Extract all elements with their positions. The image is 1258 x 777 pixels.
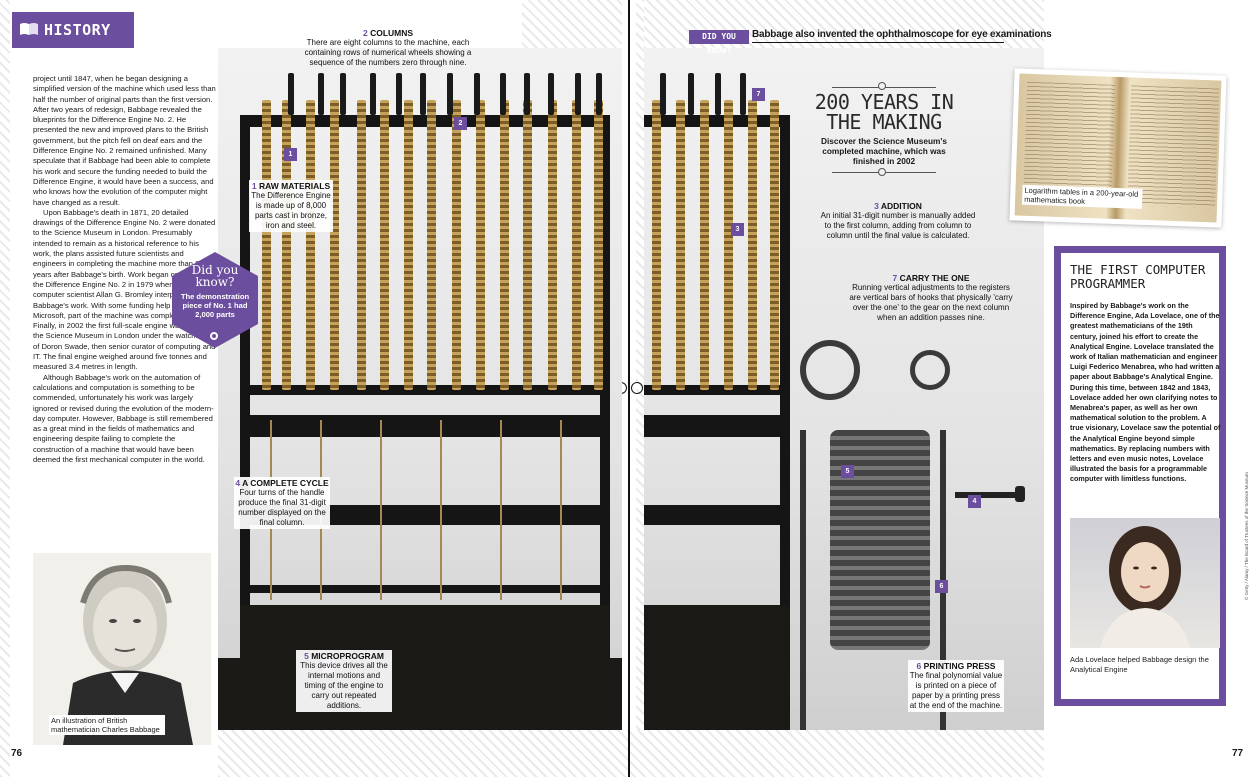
photo-tag-4: 4 [968,495,981,508]
callout-carry-number: 7 [892,273,898,283]
left-hatch-margin [0,0,10,777]
callout-columns-title: COLUMNS [370,28,414,38]
article-paragraph-1: project until 1847, when he began design… [33,74,216,207]
feature-headline: 200 YEARS IN THE MAKING [814,90,954,134]
callout-addition-text: An initial 31-digit number is manually a… [820,211,976,240]
photo-tag-1: 1 [284,148,297,161]
callout-columns: 2 COLUMNS There are eight columns to the… [288,28,488,68]
callout-micro-title: MICROPROGRAM [311,651,384,661]
callout-press-number: 6 [916,661,922,671]
section-label: HISTORY [44,21,111,39]
callout-raw-number: 1 [251,181,257,191]
callout-addition-title: ADDITION [880,201,922,211]
did-you-know-hexagon: Did you know? The demonstration piece of… [172,252,258,348]
callout-printing-press: 6 PRINTING PRESS The final polynomial va… [908,660,1004,712]
photo-tag-5: 5 [841,465,854,478]
logarithm-book-photo: Logarithm tables in a 200-year-old mathe… [1009,68,1227,228]
callout-addition: 3 ADDITION An initial 31-digit number is… [818,200,978,242]
page-number-left: 76 [11,748,23,759]
callout-micro-text: This device drives all the internal moti… [300,661,388,710]
callout-columns-text: There are eight columns to the machine, … [304,38,472,67]
feature-subhead: Discover the Science Museum's completed … [820,136,948,166]
sidebar-title: THE FIRST COMPUTER PROGRAMMER [1070,262,1206,291]
callout-carry-text: Running vertical adjustments to the regi… [849,283,1013,322]
sidebar-text: Inspired by Babbage's work on the Differ… [1070,301,1221,484]
photo-tag-2: 2 [454,117,467,130]
callout-raw-materials: 1 RAW MATERIALS The Difference Engine is… [249,180,333,232]
photo-tag-7: 7 [752,88,765,101]
headline-ornament-bottom [832,168,936,180]
hex-title: Did you know? [191,263,239,289]
article-column: project until 1847, when he began design… [33,74,218,529]
callout-columns-number: 2 [362,28,368,38]
callout-cycle-number: 4 [235,478,241,488]
page-number-right: 77 [1232,748,1244,759]
book-icon [19,22,39,36]
photo-credit: © Getty / Alamy / The Board of Trustees … [1244,472,1249,600]
callout-press-text: The final polynomial value is printed on… [909,671,1003,710]
portrait-caption: An illustration of British mathematician… [49,715,165,735]
did-you-know-tag: DID YOU KNOW? [689,30,749,55]
photo-tag-3: 3 [731,223,744,236]
headline-ornament-top [832,78,936,90]
callout-cycle-title: A COMPLETE CYCLE [242,478,329,488]
sidebar-caption: Ada Lovelace helped Babbage design the A… [1070,655,1209,674]
callout-carry-title: CARRY THE ONE [899,273,970,283]
lovelace-portrait [1070,518,1220,648]
callout-carry-the-one: 7 CARRY THE ONE Running vertical adjustm… [848,272,1014,324]
hex-text: The demonstration piece of No. 1 had 2,0… [180,292,250,319]
spine-line [628,0,630,777]
feature-block: 200 YEARS IN THE MAKING Discover the Sci… [812,78,956,180]
book-caption: Logarithm tables in a 200-year-old mathe… [1021,184,1143,209]
gear-icon [210,332,218,340]
article-paragraph-3: Although Babbage's work on the automatio… [33,372,214,464]
callout-cycle-text: Four turns of the handle produce the fin… [238,488,326,527]
callout-raw-text: The Difference Engine is made up of 8,00… [251,191,331,230]
programmer-sidebar: THE FIRST COMPUTER PROGRAMMER Inspired b… [1054,246,1226,706]
callout-micro-number: 5 [304,651,309,661]
callout-addition-number: 3 [874,201,879,211]
registration-mark-right [631,382,643,394]
babbage-portrait: An illustration of British mathematician… [33,553,211,745]
article-paragraph-2: Upon Babbage's death in 1871, 20 detaile… [33,207,218,372]
callout-press-title: PRINTING PRESS [923,661,996,671]
section-tab: HISTORY [12,12,134,48]
callout-microprogram: 5 MICROPROGRAM This device drives all th… [296,650,392,712]
callout-raw-title: RAW MATERIALS [258,181,331,191]
did-you-know-fact: Babbage also invented the ophthalmoscope… [752,28,1052,43]
callout-complete-cycle: 4 A COMPLETE CYCLE Four turns of the han… [234,477,330,529]
engine-frame-right [644,115,790,730]
bottom-hatch [218,730,1044,777]
photo-tag-6: 6 [935,580,948,593]
